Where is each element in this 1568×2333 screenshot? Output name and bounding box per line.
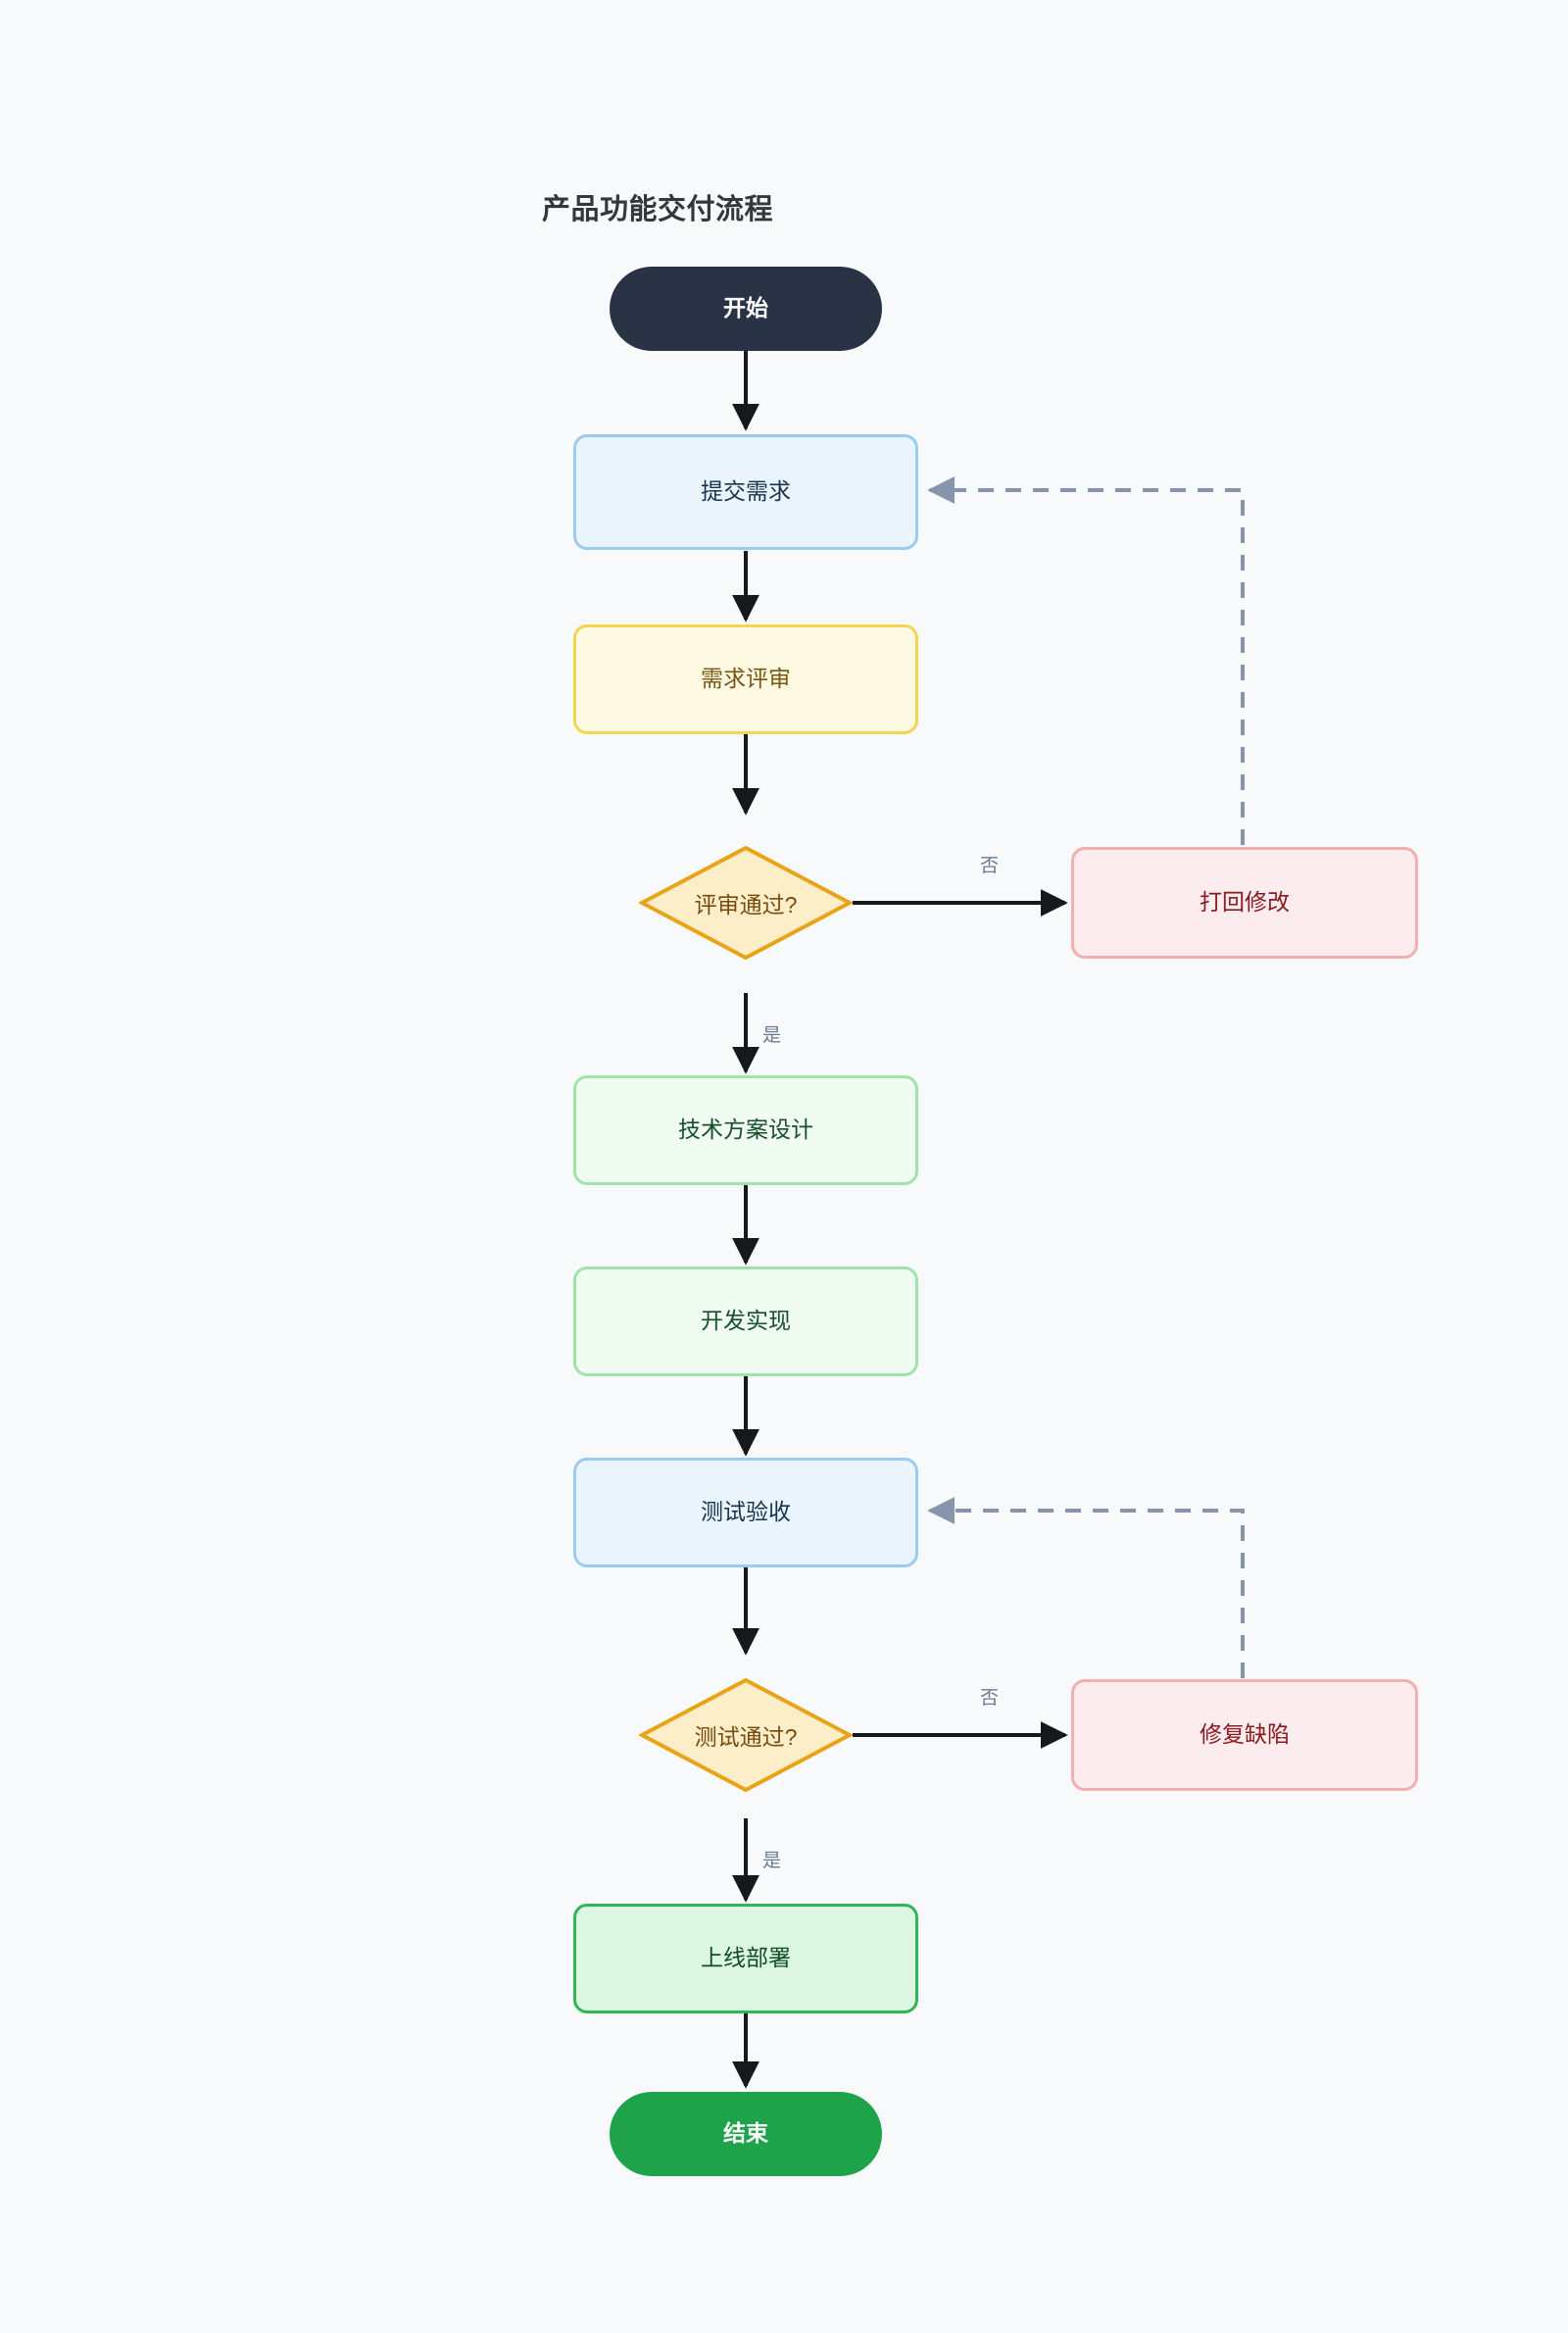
node-test-acceptance[interactable]: 测试验收 (573, 1458, 918, 1567)
node-test-passed-decision[interactable]: 测试通过? (637, 1677, 855, 1793)
edge-label-review-yes: 是 (762, 1025, 782, 1046)
node-start-label: 开始 (723, 295, 768, 322)
node-test-acceptance-label: 测试验收 (701, 1499, 791, 1525)
edge-fix-to-test (927, 1497, 1245, 1678)
edge-reject-to-submit (927, 476, 1245, 845)
node-end-label: 结束 (723, 2120, 768, 2147)
node-technical-design-label: 技术方案设计 (678, 1117, 813, 1143)
node-deploy-label: 上线部署 (701, 1945, 791, 1971)
node-send-back-for-revision-label: 打回修改 (1200, 889, 1290, 916)
node-send-back-for-revision[interactable]: 打回修改 (1071, 847, 1418, 959)
node-development[interactable]: 开发实现 (573, 1266, 918, 1376)
node-submit-requirement-label: 提交需求 (701, 478, 791, 505)
node-fix-defects[interactable]: 修复缺陷 (1071, 1679, 1418, 1791)
node-requirement-review[interactable]: 需求评审 (573, 624, 918, 734)
edge-label-review-no: 否 (980, 856, 1000, 876)
node-development-label: 开发实现 (701, 1308, 791, 1334)
node-requirement-review-label: 需求评审 (701, 666, 791, 692)
node-technical-design[interactable]: 技术方案设计 (573, 1075, 918, 1185)
node-deploy[interactable]: 上线部署 (573, 1904, 918, 2013)
edge-label-test-yes: 是 (762, 1851, 782, 1871)
node-start[interactable]: 开始 (610, 267, 882, 351)
node-review-passed-decision[interactable]: 评审通过? (637, 845, 855, 961)
node-fix-defects-label: 修复缺陷 (1200, 1721, 1290, 1748)
node-submit-requirement[interactable]: 提交需求 (573, 434, 918, 550)
edge-label-test-no: 否 (980, 1688, 1000, 1709)
page-title: 产品功能交付流程 (542, 194, 774, 225)
node-end[interactable]: 结束 (610, 2092, 882, 2176)
